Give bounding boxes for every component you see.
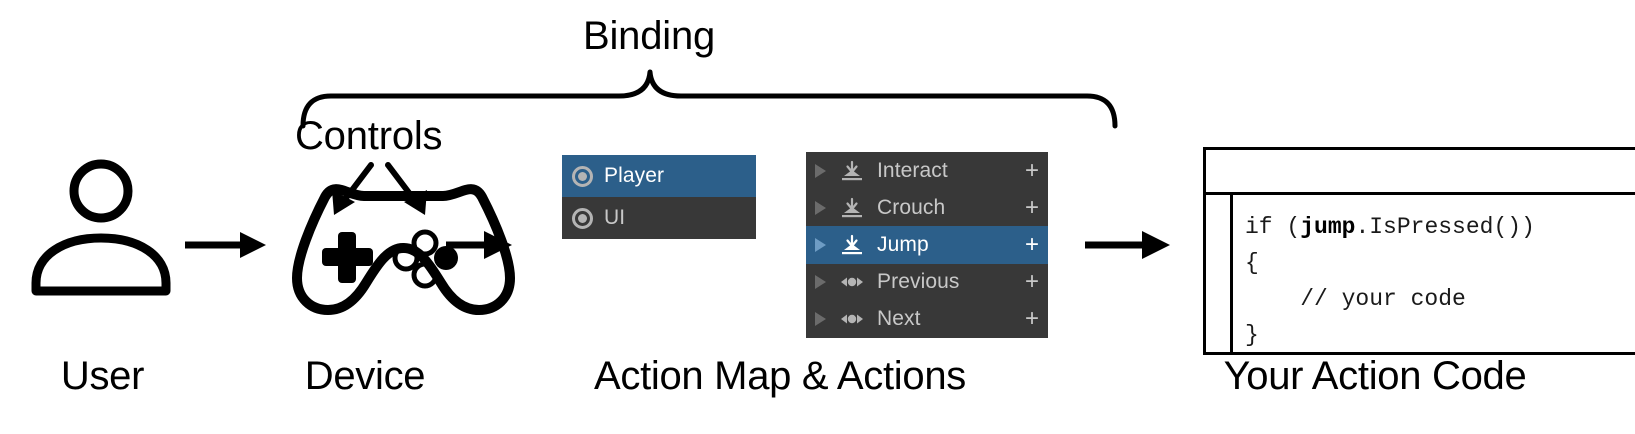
add-binding-button[interactable]: + — [1024, 268, 1039, 296]
action-row-previous[interactable]: Previous + — [806, 264, 1048, 301]
action-label: Interact — [877, 158, 948, 182]
add-binding-button[interactable]: + — [1024, 193, 1039, 221]
action-label: Jump — [877, 232, 929, 256]
button-action-icon — [842, 197, 862, 217]
controls-arrow-buttons — [385, 162, 427, 215]
action-label: Next — [877, 307, 921, 331]
code-line-1-pre: if ( — [1245, 214, 1301, 240]
asset-circle-icon — [572, 165, 593, 187]
code-line-4: } — [1245, 322, 1259, 348]
arrow-user-to-device — [185, 232, 266, 258]
face-buttons-icon — [392, 229, 439, 289]
asset-circle-icon — [572, 207, 593, 229]
add-binding-button[interactable]: + — [1024, 230, 1039, 258]
axis-action-icon — [841, 314, 863, 324]
code-gutter — [1206, 195, 1233, 355]
button-action-icon — [842, 160, 862, 180]
action-row-crouch[interactable]: Crouch + — [806, 189, 1048, 226]
button-action-icon — [842, 234, 862, 255]
axis-action-icon — [841, 277, 863, 287]
gamepad-device-icon — [292, 184, 515, 315]
action-map-row-ui[interactable]: UI — [562, 197, 756, 239]
caption-your-action-code: Your Action Code — [1223, 354, 1527, 398]
chevron-right-icon[interactable] — [815, 275, 826, 290]
code-window-body: if (jump.IsPressed()) { // your code } — [1206, 195, 1635, 355]
chevron-right-icon[interactable] — [815, 237, 826, 252]
add-binding-button[interactable]: + — [1024, 156, 1039, 184]
chevron-right-icon[interactable] — [815, 200, 826, 215]
code-line-1-post: .IsPressed()) — [1355, 214, 1535, 240]
chevron-right-icon[interactable] — [815, 163, 826, 178]
action-maps-list[interactable]: Player UI — [562, 155, 756, 239]
action-row-interact[interactable]: Interact + — [806, 152, 1048, 189]
face-button-pressed-icon — [434, 246, 458, 270]
controls-arrow-dpad — [332, 162, 374, 215]
controls-label: Controls — [295, 114, 443, 158]
code-window-titlebar — [1206, 150, 1635, 195]
code-line-1-identifier: jump — [1300, 214, 1356, 240]
action-label: Previous — [877, 270, 960, 294]
action-map-label: UI — [604, 206, 626, 229]
arrow-device-to-actions — [446, 231, 512, 259]
action-row-jump[interactable]: Jump + — [806, 226, 1048, 264]
code-text[interactable]: if (jump.IsPressed()) { // your code } — [1233, 195, 1635, 355]
add-binding-button[interactable]: + — [1024, 305, 1039, 333]
code-line-3: // your code — [1245, 286, 1466, 312]
chevron-right-icon[interactable] — [815, 312, 826, 327]
user-avatar-icon — [31, 159, 171, 296]
action-map-row-player[interactable]: Player — [562, 155, 756, 197]
binding-label: Binding — [583, 14, 716, 58]
code-editor-window[interactable]: if (jump.IsPressed()) { // your code } — [1203, 147, 1635, 355]
arrow-actions-to-code — [1085, 231, 1170, 259]
dpad-icon — [322, 232, 373, 283]
actions-list[interactable]: Interact + Crouch + Jump + — [806, 152, 1048, 338]
caption-user: User — [60, 354, 145, 398]
action-label: Crouch — [877, 195, 946, 219]
action-row-next[interactable]: Next + — [806, 301, 1048, 338]
caption-device: Device — [304, 354, 426, 398]
action-map-label: Player — [604, 164, 665, 187]
caption-action-map-actions: Action Map & Actions — [594, 354, 966, 398]
code-line-2: { — [1245, 250, 1259, 276]
